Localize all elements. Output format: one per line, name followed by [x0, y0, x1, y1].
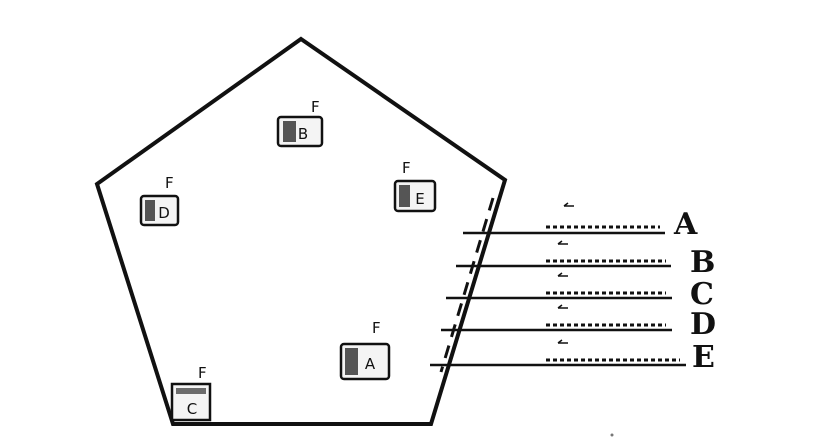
svg-text:F: F: [372, 319, 381, 337]
svg-text:F: F: [198, 364, 207, 382]
row-e: E: [430, 339, 715, 375]
box-label: E: [415, 190, 424, 208]
svg-text:F: F: [311, 98, 320, 116]
box-b: B F: [276, 98, 324, 148]
pentagon-outline: [94, 36, 508, 426]
box-a: A F: [339, 319, 391, 381]
row-label: E: [692, 340, 715, 375]
row-b: B: [456, 240, 715, 280]
dashed-boundary: [439, 197, 495, 373]
ink-speck: [610, 433, 614, 437]
row-c: C: [446, 272, 714, 312]
row-a: A: [463, 202, 698, 242]
svg-text:F: F: [402, 159, 411, 177]
box-label: C: [187, 400, 197, 418]
svg-text:F: F: [165, 174, 174, 192]
box-e: E F: [393, 159, 437, 213]
box-c: C F: [170, 364, 212, 422]
box-label: B: [298, 125, 308, 143]
box-label: A: [365, 355, 376, 373]
row-label: D: [690, 307, 716, 342]
row-d: D: [441, 304, 716, 342]
row-label: C: [690, 277, 714, 312]
box-d: D F: [139, 174, 180, 227]
row-label: A: [673, 207, 698, 242]
box-label: D: [158, 204, 170, 222]
row-label: B: [690, 245, 715, 280]
